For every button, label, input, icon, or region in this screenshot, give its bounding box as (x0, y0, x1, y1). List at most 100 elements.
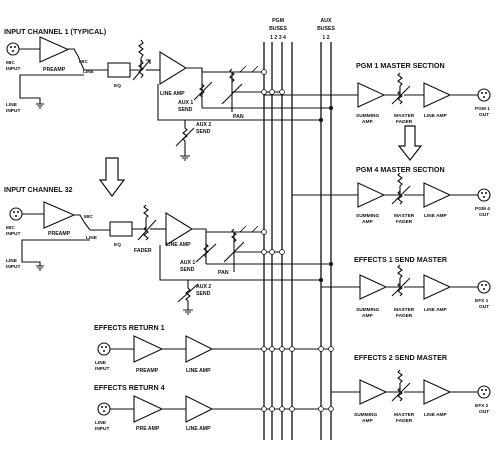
xlr-pin-icon (14, 46, 16, 48)
line-input-label: INPUT (95, 426, 109, 432)
line-input-label: INPUT (6, 108, 20, 114)
xlr-pin-icon (103, 350, 105, 352)
aux2-send-label: AUX 2 (196, 122, 211, 128)
output-label: PGM 4 (475, 206, 490, 212)
master-title: EFFECTS 2 SEND MASTER (354, 353, 448, 362)
pan-wire (206, 231, 235, 272)
pan-pot-icon (229, 68, 235, 83)
pan-label: PAN (218, 270, 229, 276)
master-fader-icon (397, 264, 403, 279)
xlr-pin-icon (485, 389, 487, 391)
xlr-jack-icon (9, 207, 23, 221)
line-amp-triangle-icon (423, 379, 452, 405)
preamp-label: PRE AMP (136, 426, 160, 432)
wire (68, 48, 79, 57)
channel-32-title: INPUT CHANNEL 32 (4, 185, 73, 194)
line-input-wire (19, 74, 84, 90)
summing-amp-label: AMP (362, 418, 373, 424)
wire (384, 186, 401, 196)
aux2-send-label: SEND (196, 129, 211, 135)
output-label: OUT (479, 409, 489, 415)
summing-amp-triangle-icon (359, 274, 388, 300)
bus-lines (263, 42, 332, 440)
xlr-pin-icon (105, 346, 107, 348)
master-fader-label: MASTER (394, 213, 415, 219)
preamp-label: PREAMP (43, 67, 66, 73)
bus-node (289, 346, 295, 352)
aux-buses-subtitle: BUSES (317, 26, 335, 32)
fader-resistor-icon (143, 226, 149, 241)
xlr-pin-icon (485, 92, 487, 94)
output-label: PGM 1 (475, 106, 490, 112)
aux1-pot-icon (203, 243, 209, 258)
line-amp-label: LINE AMP (186, 368, 211, 374)
preamp-triangle-icon (133, 335, 164, 363)
xlr-pin-icon (485, 284, 487, 286)
effects-return-4-title: EFFECTS RETURN 4 (94, 383, 165, 392)
bus-node (279, 249, 285, 255)
pan-label: PAN (233, 114, 244, 120)
xlr-pin-icon (483, 196, 485, 198)
summing-amp-label: AMP (362, 119, 373, 125)
wire (74, 214, 85, 223)
mic-input-label: MIC (6, 60, 15, 66)
line-input-label: LINE (6, 102, 18, 108)
fader-arrow-icon (137, 219, 157, 241)
output-label: OUT (479, 212, 489, 218)
aux-bus-numbers: 1 2 (322, 35, 329, 41)
line-input-label: LINE (6, 258, 18, 264)
aux2-send-label: AUX 2 (196, 284, 211, 290)
pgm-buses-title: PGM (272, 18, 284, 24)
output-label: OUT (479, 112, 489, 118)
bus-node (261, 346, 267, 352)
aux-bus-node (319, 118, 323, 122)
line-amp-label: LINE AMP (160, 91, 185, 97)
xlr-pin-icon (10, 46, 12, 48)
line-switch-label: LINE (86, 235, 98, 241)
pan-pot-icon (231, 228, 237, 243)
summing-amp-label: AMP (362, 219, 373, 225)
line-amp-triangle-icon (423, 182, 452, 208)
wire (157, 84, 185, 121)
input-channel-1: INPUT CHANNEL 1 (TYPICAL) MIC INPUT PREA… (4, 27, 333, 161)
eq-label: EQ (114, 83, 121, 89)
preamp-triangle-icon (133, 395, 164, 423)
aux1-send-label: SEND (180, 267, 195, 273)
master-title: PGM 1 MASTER SECTION (356, 61, 445, 70)
ground-wire (19, 90, 41, 104)
line-switch-label: LINE (83, 69, 95, 75)
xlr-pin-icon (12, 50, 14, 52)
eq-box (107, 62, 131, 78)
bus-node (279, 89, 285, 95)
master-fader-arrow-icon (391, 277, 411, 297)
xlr-pin-icon (481, 284, 483, 286)
effects-return-4: EFFECTS RETURN 4 LINE INPUT PRE AMP LINE… (94, 383, 334, 432)
line-amp-triangle-icon (423, 82, 452, 108)
aux2-arrow-icon (175, 127, 195, 147)
bus-node (261, 249, 267, 255)
line-amp-triangle-icon (159, 51, 188, 85)
summing-amp-label: SUMMING (356, 213, 379, 219)
effects-return-1-title: EFFECTS RETURN 1 (94, 323, 165, 332)
xlr-pin-icon (483, 288, 485, 290)
xlr-jack-icon (6, 42, 20, 56)
mic-input-label: INPUT (6, 231, 20, 237)
fader-resistor-icon (143, 204, 149, 219)
summing-amp-triangle-icon (357, 82, 386, 108)
master-fader-icon (397, 387, 403, 402)
pan-wire (202, 71, 233, 112)
input-channel-32: INPUT CHANNEL 32 MIC INPUT PREAMP MIC LI… (4, 185, 333, 315)
xlr-jack-icon (97, 342, 111, 356)
xlr-jack-icon (477, 188, 491, 202)
aux1-arrow-icon (195, 243, 217, 263)
wire (132, 218, 147, 230)
output-label: EFX 1 (475, 298, 489, 304)
assign-switch-icon (239, 65, 259, 73)
aux1-send-label: SEND (178, 107, 193, 113)
preamp-triangle-icon (43, 201, 76, 229)
pgm-4-master-section: PGM 4 MASTER SECTION SUMMING AMP MASTER … (292, 165, 491, 225)
bus-node (261, 89, 267, 95)
aux-bus-node (319, 278, 323, 282)
wire (384, 86, 401, 96)
bus-node (269, 346, 275, 352)
